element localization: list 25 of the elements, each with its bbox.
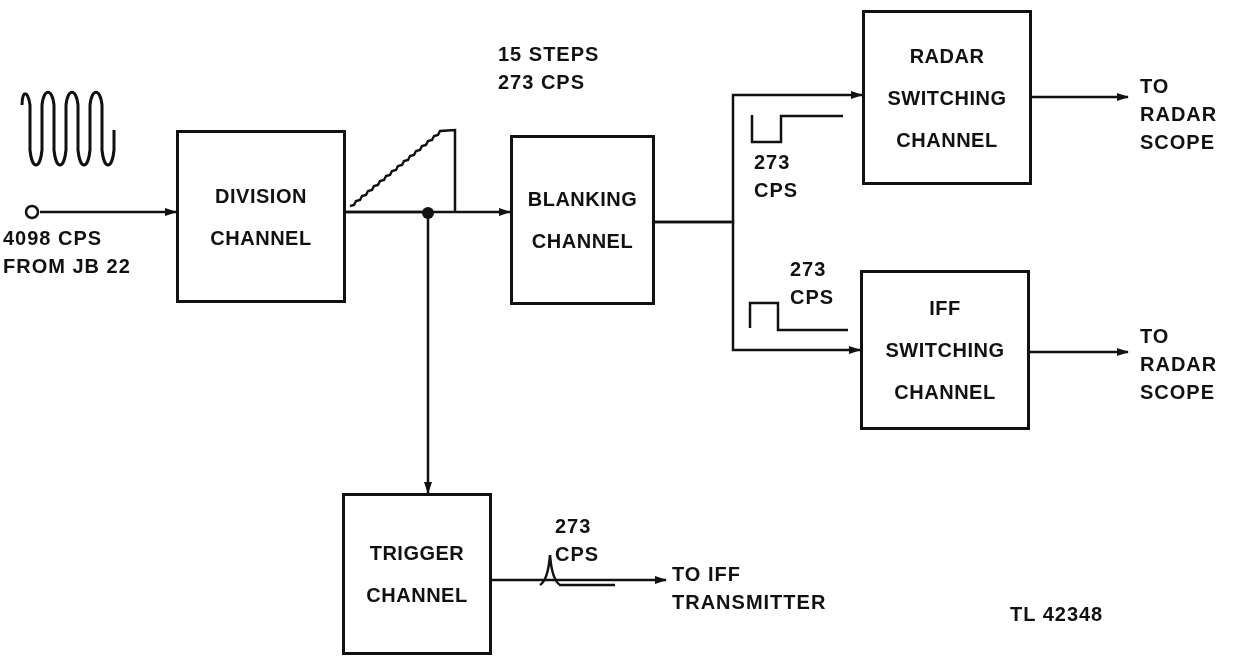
output-label: TO RADAR SCOPE <box>1140 74 1218 155</box>
process-box <box>862 10 1032 185</box>
arrow <box>1032 93 1129 101</box>
signal-label: 15 STEPS 273 CPS <box>498 42 601 95</box>
signal-label: 273 CPS <box>790 257 835 310</box>
arrow <box>492 576 667 584</box>
signal-label: 273 CPS <box>754 150 799 203</box>
process-box <box>342 493 492 655</box>
process-box <box>176 130 346 303</box>
output-label: TO IFF TRANSMITTER <box>672 562 828 615</box>
process-box <box>510 135 655 305</box>
arrow <box>346 210 432 494</box>
arrow <box>655 220 861 354</box>
box-label: TRIGGER CHANNEL <box>365 541 469 608</box>
signal-label: 273 CPS <box>555 514 600 567</box>
output-label: TO RADAR SCOPE <box>1140 324 1218 405</box>
signal-label: TL 42348 <box>1010 602 1105 627</box>
box-label: BLANKING CHANNEL <box>526 187 639 254</box>
box-label: RADAR SWITCHING CHANNEL <box>886 43 1008 153</box>
input-label: 4098 CPS FROM JB 22 <box>3 226 132 279</box>
process-box <box>860 270 1030 430</box>
arrow <box>40 208 177 216</box>
box-label: DIVISION CHANNEL <box>209 183 313 251</box>
arrow <box>1030 348 1129 356</box>
box-label: IFF SWITCHING CHANNEL <box>884 296 1006 405</box>
